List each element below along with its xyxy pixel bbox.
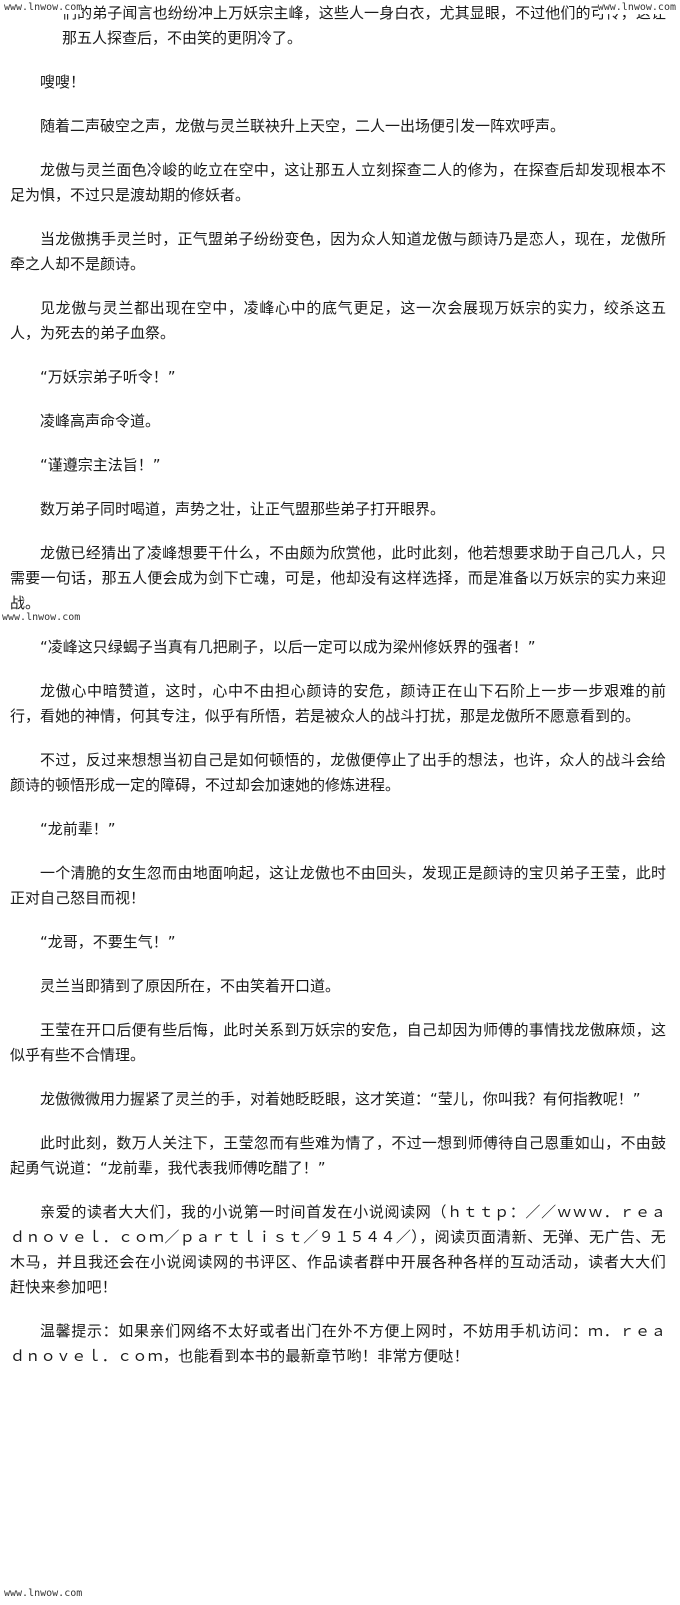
paragraph: “龙哥，不要生气！”: [40, 933, 176, 951]
promo-paragraph: 亲爱的读者大大们，我的小说第一时间首发在小说阅读网（ｈｔｔｐ：／／ｗｗｗ．ｒｅａ…: [10, 1203, 666, 1296]
watermark-mid-left: www.lnwow.com: [2, 612, 81, 624]
paragraph: 王莹在开口后便有些后悔，此时关系到万妖宗的安危，自己却因为师傅的事情找龙傲麻烦，…: [10, 1021, 666, 1064]
watermark-bottom-left: www.lnwow.com: [4, 1588, 83, 1600]
tip-paragraph: 温馨提示：如果亲们网络不太好或者出门在外不方便上网时，不妨用手机访问：ｍ．ｒｅａ…: [10, 1322, 666, 1365]
paragraph: “谨遵宗主法旨！”: [40, 456, 161, 474]
paragraph: 凌峰高声命令道。: [40, 412, 161, 430]
paragraph: 灵兰当即猜到了原因所在，不由笑着开口道。: [40, 977, 341, 995]
watermark-top-left: www.lnwow.com: [4, 2, 83, 14]
watermark-top-right: www.lnwow.com: [597, 2, 676, 14]
paragraph: 龙傲微微用力握紧了灵兰的手，对着她眨眨眼，这才笑道：“莹儿，你叫我？有何指教呢！…: [40, 1090, 641, 1108]
paragraph: 当龙傲携手灵兰时，正气盟弟子纷纷变色，因为众人知道龙傲与颜诗乃是恋人，现在，龙傲…: [10, 230, 666, 273]
paragraph: 嗖嗖！: [40, 73, 86, 91]
paragraph: 见龙傲与灵兰都出现在空中，凌峰心中的底气更足，这一次会展现万妖宗的实力，绞杀这五…: [10, 299, 666, 342]
paragraph: 龙傲心中暗赞道，这时，心中不由担心颜诗的安危，颜诗正在山下石阶上一步一步艰难的前…: [10, 682, 666, 725]
paragraph: “龙前辈！”: [40, 820, 116, 838]
paragraph: 不过，反过来想想当初自己是如何顿悟的，龙傲便停止了出手的想法，也许，众人的战斗会…: [10, 751, 666, 794]
chapter-text: 们的弟子闻言也纷纷冲上万妖宗主峰，这些人一身白衣，尤其显眼，不过他们的可怜，这让…: [10, 1, 666, 1388]
paragraph: “万妖宗弟子听令！”: [40, 368, 176, 386]
paragraph: 数万弟子同时喝道，声势之壮，让正气盟那些弟子打开眼界。: [40, 500, 446, 518]
paragraph: 随着二声破空之声，龙傲与灵兰联袂升上天空，二人一出场便引发一阵欢呼声。: [40, 117, 566, 135]
paragraph: 龙傲与灵兰面色冷峻的屹立在空中，这让那五人立刻探查二人的修为，在探查后却发现根本…: [10, 161, 666, 204]
paragraph: 们的弟子闻言也纷纷冲上万妖宗主峰，这些人一身白衣，尤其显眼，不过他们的可怜，这让…: [62, 4, 666, 47]
paragraph: 龙傲已经猜出了凌峰想要干什么，不由颇为欣赏他，此时此刻，他若想要求助于自己几人，…: [10, 544, 666, 612]
paragraph: “凌峰这只绿蝎子当真有几把刷子，以后一定可以成为梁州修妖界的强者！”: [40, 638, 536, 656]
paragraph: 此时此刻，数万人关注下，王莹忽而有些难为情了，不过一想到师傅待自己恩重如山，不由…: [10, 1134, 666, 1177]
paragraph: 一个清脆的女生忽而由地面响起，这让龙傲也不由回头，发现正是颜诗的宝贝弟子王莹，此…: [10, 864, 666, 907]
